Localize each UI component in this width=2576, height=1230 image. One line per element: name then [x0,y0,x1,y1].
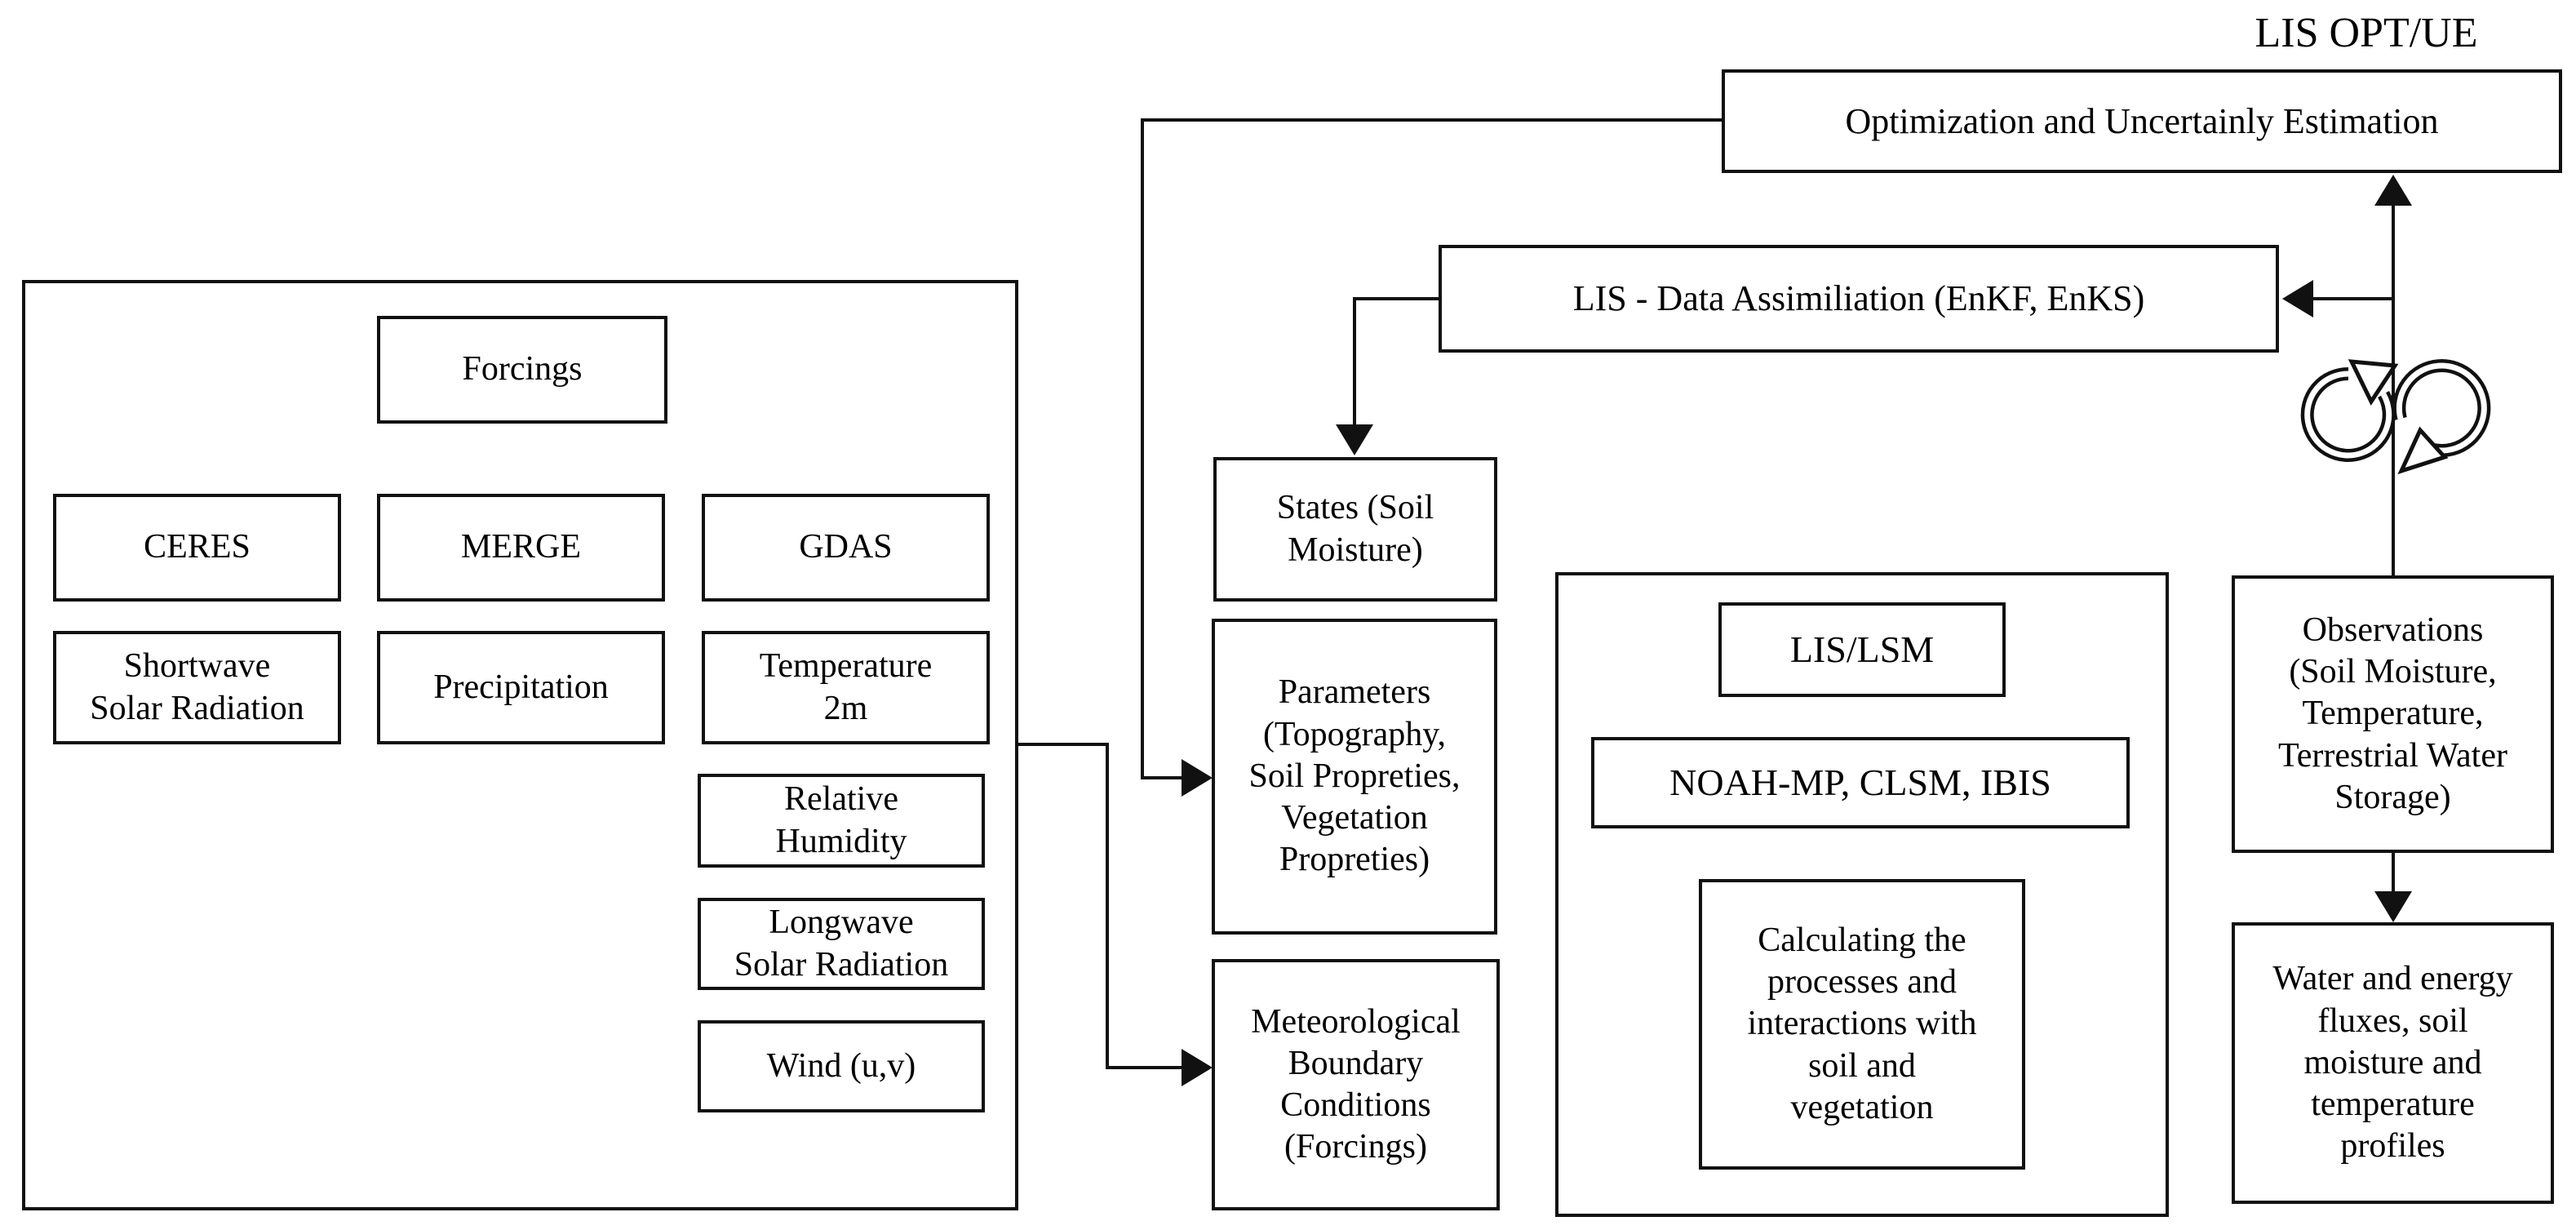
connector-da-to-states [1353,297,1439,447]
cycle-arrow-left-icon [2300,359,2399,462]
data-assimilation-box: LIS - Data Assimiliation (EnKF, EnKS) [1439,245,2279,353]
connector-forcings-to-meteorological [1018,743,1206,1069]
lis-lsm-box: LIS/LSM [1718,602,2006,697]
lsm-models-box: NOAH-MP, CLSM, IBIS [1591,737,2130,828]
water-energy-fluxes-box: Water and energy fluxes, soil moisture a… [2232,922,2554,1204]
cycle-arrows-icon [2300,359,2491,475]
optimization-box: Optimization and Uncertainly Estimation [1722,69,2562,173]
arrowhead-into-da-icon [2282,280,2313,317]
forcings-box: Forcings [377,316,667,424]
wind-uv-box: Wind (u,v) [698,1020,985,1112]
shortwave-solar-radiation-box: Shortwave Solar Radiation [53,631,341,744]
arrowhead-into-parameters-icon [1182,759,1213,797]
forcings-group-container [22,280,1018,1210]
lis-opt-ue-label: LIS OPT/UE [2255,9,2478,56]
arrowhead-into-optimization-icon [2374,175,2412,206]
merge-box: MERGE [377,494,665,602]
states-soil-moisture-box: States (Soil Moisture) [1213,457,1497,602]
observations-box: Observations (Soil Moisture, Temperature… [2232,575,2554,853]
connector-optimization-to-parameters [1141,118,1722,779]
cycle-arrow-right-icon [2392,359,2491,475]
arrowhead-into-meteorological-icon [1182,1049,1213,1086]
arrowhead-into-fluxes-icon [2374,891,2412,922]
meteorological-boundary-conditions-box: Meteorological Boundary Conditions (Forc… [1212,959,1500,1210]
precipitation-box: Precipitation [377,631,665,744]
arrowhead-into-states-icon [1336,424,1373,455]
longwave-solar-radiation-box: Longwave Solar Radiation [698,898,985,990]
relative-humidity-box: Relative Humidity [698,774,985,868]
calculating-processes-box: Calculating the processes and interactio… [1699,879,2025,1170]
ceres-box: CERES [53,494,341,602]
gdas-box: GDAS [702,494,990,602]
temperature-2m-box: Temperature 2m [702,631,990,744]
parameters-box: Parameters (Topography, Soil Propreties,… [1212,619,1497,935]
lis-lsm-group-container [1555,572,2169,1217]
